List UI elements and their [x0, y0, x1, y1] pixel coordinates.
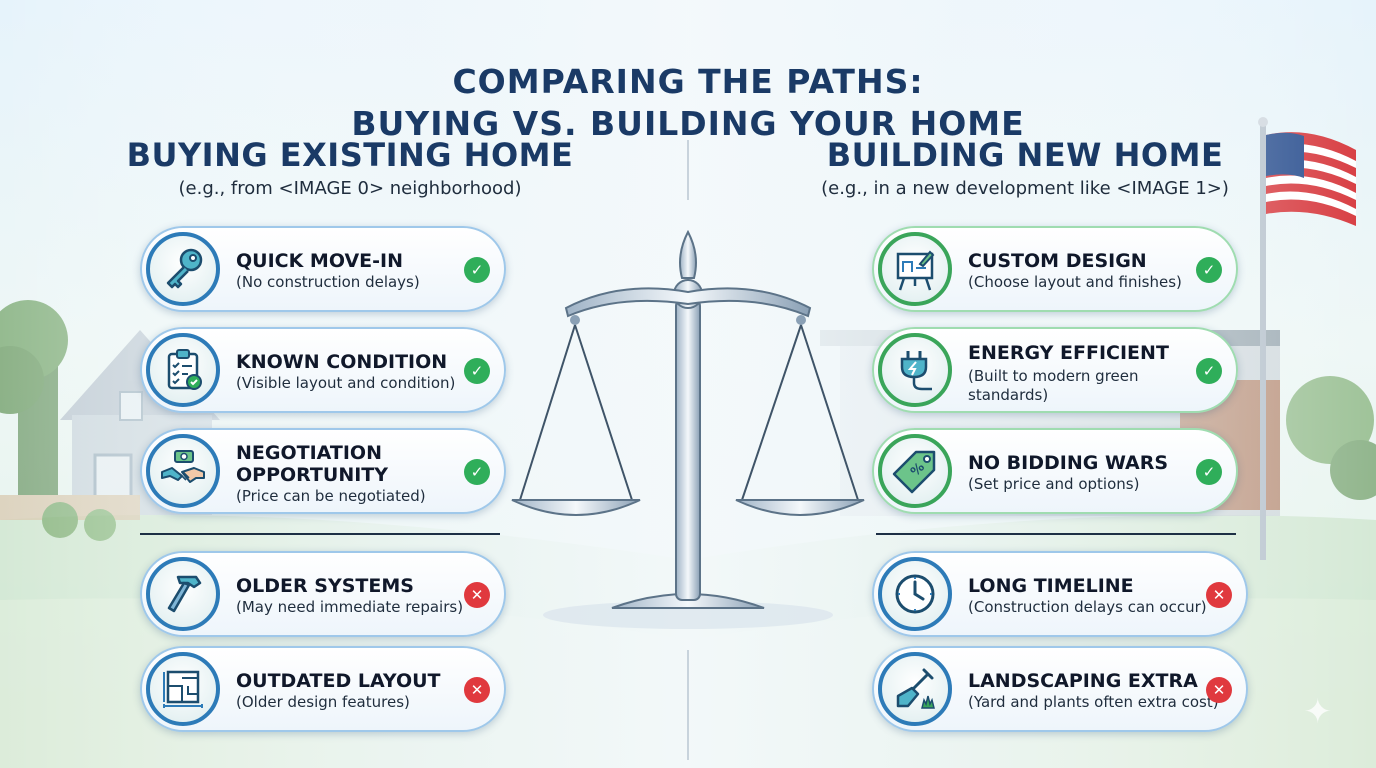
card-description: (No construction delays) — [236, 273, 420, 291]
pro-card-no-bidding-wars: % NO BIDDING WARS (Set price and options… — [872, 428, 1238, 514]
right-divider — [876, 533, 1236, 535]
badge — [878, 652, 952, 726]
pro-card-known-condition: KNOWN CONDITION (Visible layout and cond… — [140, 327, 506, 413]
card-title: OLDER SYSTEMS — [236, 575, 414, 597]
badge — [146, 333, 220, 407]
floorplan-icon — [163, 670, 203, 708]
card-title: OUTDATED LAYOUT — [236, 670, 441, 692]
blueprint-easel-icon — [896, 250, 935, 291]
right-column-subheading: (e.g., in a new development like <IMAGE … — [821, 178, 1229, 199]
card-title: ENERGY EFFICIENT — [968, 342, 1169, 364]
check-icon: ✓ — [464, 257, 490, 283]
balance-scale-illustration — [511, 229, 865, 629]
con-card-outdated-layout: OUTDATED LAYOUT (Older design features) … — [140, 646, 506, 732]
card-title: CUSTOM DESIGN — [968, 250, 1147, 272]
price-tag-icon: % — [892, 450, 936, 494]
card-description: (Choose layout and finishes) — [968, 273, 1182, 291]
page-title-line-1: COMPARING THE PATHS: — [452, 62, 924, 101]
badge — [146, 434, 220, 508]
pro-card-quick-move-in: QUICK MOVE-IN (No construction delays) ✓ — [140, 226, 506, 312]
card-description: (Price can be negotiated) — [236, 487, 426, 505]
con-card-landscaping-extra: LANDSCAPING EXTRA (Yard and plants often… — [872, 646, 1248, 732]
cross-icon: ✕ — [464, 582, 490, 608]
plug-icon — [900, 351, 932, 391]
con-card-long-timeline: LONG TIMELINE (Construction delays can o… — [872, 551, 1248, 637]
check-icon: ✓ — [1196, 459, 1222, 485]
card-title: NO BIDDING WARS — [968, 452, 1169, 474]
card-description: (Visible layout and condition) — [236, 374, 456, 392]
badge — [146, 557, 220, 631]
card-description: (Construction delays can occur) — [968, 598, 1207, 616]
check-icon: ✓ — [464, 459, 490, 485]
left-column-subheading: (e.g., from <IMAGE 0> neighborhood) — [178, 178, 522, 199]
badge — [878, 557, 952, 631]
cross-icon: ✕ — [1206, 677, 1232, 703]
badge — [146, 232, 220, 306]
card-description: (Set price and options) — [968, 475, 1140, 493]
check-icon: ✓ — [1196, 358, 1222, 384]
left-column-heading: BUYING EXISTING HOME — [126, 136, 574, 174]
shovel-icon — [896, 668, 935, 709]
card-title: LONG TIMELINE — [968, 575, 1134, 597]
hammer-icon — [167, 575, 202, 613]
cross-icon: ✕ — [464, 677, 490, 703]
handshake-icon — [161, 450, 205, 483]
page-title-line-2: BUYING VS. BUILDING YOUR HOME — [351, 104, 1025, 143]
sparkle-icon: ✦ — [1303, 692, 1333, 732]
card-title: LANDSCAPING EXTRA — [968, 670, 1198, 692]
key-icon — [166, 248, 203, 289]
card-description: (May need immediate repairs) — [236, 598, 464, 616]
card-description: (Older design features) — [236, 693, 410, 711]
badge — [878, 333, 952, 407]
clipboard-checklist-icon — [167, 349, 202, 390]
con-card-older-systems: OLDER SYSTEMS (May need immediate repair… — [140, 551, 506, 637]
card-description: (Built to modern green standards) — [968, 367, 1139, 404]
left-divider — [140, 533, 500, 535]
badge — [878, 232, 952, 306]
card-title: QUICK MOVE-IN — [236, 250, 404, 272]
badge: % — [878, 434, 952, 508]
check-icon: ✓ — [464, 358, 490, 384]
cross-icon: ✕ — [1206, 582, 1232, 608]
check-icon: ✓ — [1196, 257, 1222, 283]
badge — [146, 652, 220, 726]
pro-card-custom-design: CUSTOM DESIGN (Choose layout and finishe… — [872, 226, 1238, 312]
card-title: KNOWN CONDITION — [236, 351, 448, 373]
right-column-heading: BUILDING NEW HOME — [826, 136, 1224, 174]
clock-icon — [895, 574, 935, 614]
card-description: (Yard and plants often extra cost) — [968, 693, 1219, 711]
pro-card-energy-efficient: ENERGY EFFICIENT (Built to modern green … — [872, 327, 1238, 413]
